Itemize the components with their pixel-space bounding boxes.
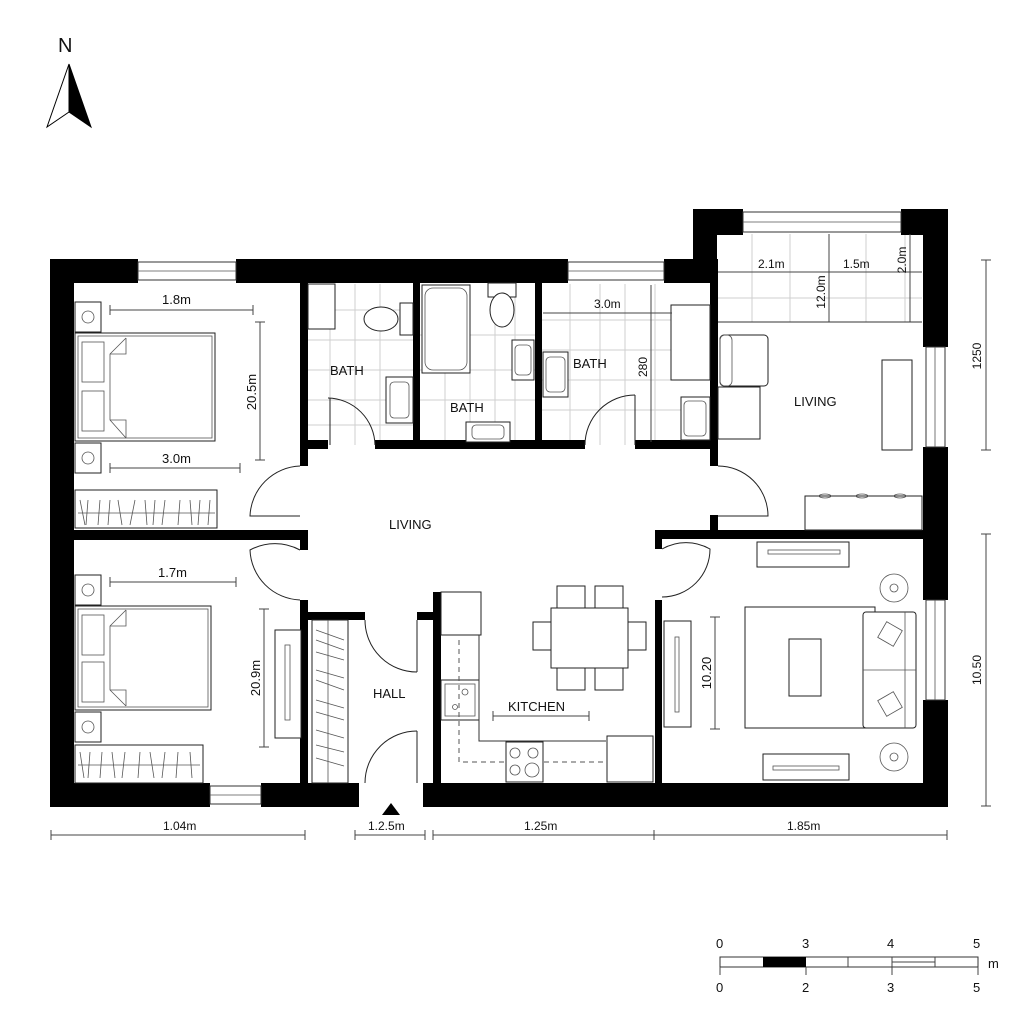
bedroom-top-furniture — [74, 301, 218, 529]
scale-bottom-1: 2 — [802, 980, 809, 995]
scale-top-1: 3 — [802, 936, 809, 951]
room-labels: 1.8m 20.5m 3.0m BATH BATH BATH 3.0m 280 … — [158, 247, 909, 714]
living-center-label: LIVING — [389, 517, 432, 532]
scale-bar: 0 3 4 5 0 2 3 5 m — [716, 936, 999, 995]
scale-unit: m — [988, 956, 999, 971]
windows — [137, 211, 946, 805]
bedroom-bottom-width: 1.7m — [158, 565, 187, 580]
doors[interactable] — [249, 394, 769, 784]
entrance-marker-icon — [382, 803, 400, 815]
dimension-lines — [109, 234, 922, 748]
compass-label: N — [58, 35, 72, 57]
dim-bottom-1: 1.04m — [163, 819, 196, 833]
bedroom-bottom-furniture — [74, 574, 302, 784]
dim-bottom-2: 1.2.5m — [368, 819, 405, 833]
living-top-right-label: LIVING — [794, 394, 837, 409]
living-top-right-furniture — [717, 321, 923, 531]
dim-bottom-4: 1.85m — [787, 819, 820, 833]
bath-middle-label: BATH — [450, 400, 484, 415]
bedroom-bottom-depth: 20.9m — [248, 660, 263, 696]
bath-right-depth: 280 — [636, 357, 650, 377]
scale-bottom-2: 3 — [887, 980, 894, 995]
living-top-dim-a: 2.1m — [758, 257, 785, 271]
dim-right-1: 1250 — [970, 342, 984, 369]
bath-right-label: BATH — [573, 356, 607, 371]
bedroom-top-width: 1.8m — [162, 292, 191, 307]
bath-left-fixtures — [307, 283, 414, 424]
hall-wardrobe — [311, 619, 349, 784]
bedroom-top-bed-dim: 3.0m — [162, 451, 191, 466]
dim-right-2: 10.50 — [970, 655, 984, 685]
dim-bottom-3: 1.25m — [524, 819, 557, 833]
walls — [50, 209, 948, 807]
living-top-dim-c: 2.0m — [895, 247, 909, 274]
living-bottom-right-depth: 10.20 — [699, 657, 714, 690]
living-bottom-right-furniture — [663, 541, 917, 781]
hall-label: HALL — [373, 686, 406, 701]
bath-right-fixtures — [542, 304, 711, 441]
bath-left-label: BATH — [330, 363, 364, 378]
living-top-dim-b: 1.5m — [843, 257, 870, 271]
kitchen-furniture — [440, 585, 654, 783]
scale-bottom-3: 5 — [973, 980, 980, 995]
bath-right-width: 3.0m — [594, 297, 621, 311]
scale-bottom-0: 0 — [716, 980, 723, 995]
bedroom-top-depth: 20.5m — [244, 374, 259, 410]
scale-top-2: 4 — [887, 936, 894, 951]
exterior-dimensions: 1.04m 1.2.5m 1.25m 1.85m 1250 10.50 — [50, 259, 991, 840]
kitchen-label: KITCHEN — [508, 699, 565, 714]
scale-top-0: 0 — [716, 936, 723, 951]
scale-top-3: 5 — [973, 936, 980, 951]
bath-middle-fixtures — [421, 282, 535, 443]
north-arrow-icon: N — [46, 35, 92, 129]
living-top-dim-d: 12.0m — [814, 275, 828, 308]
